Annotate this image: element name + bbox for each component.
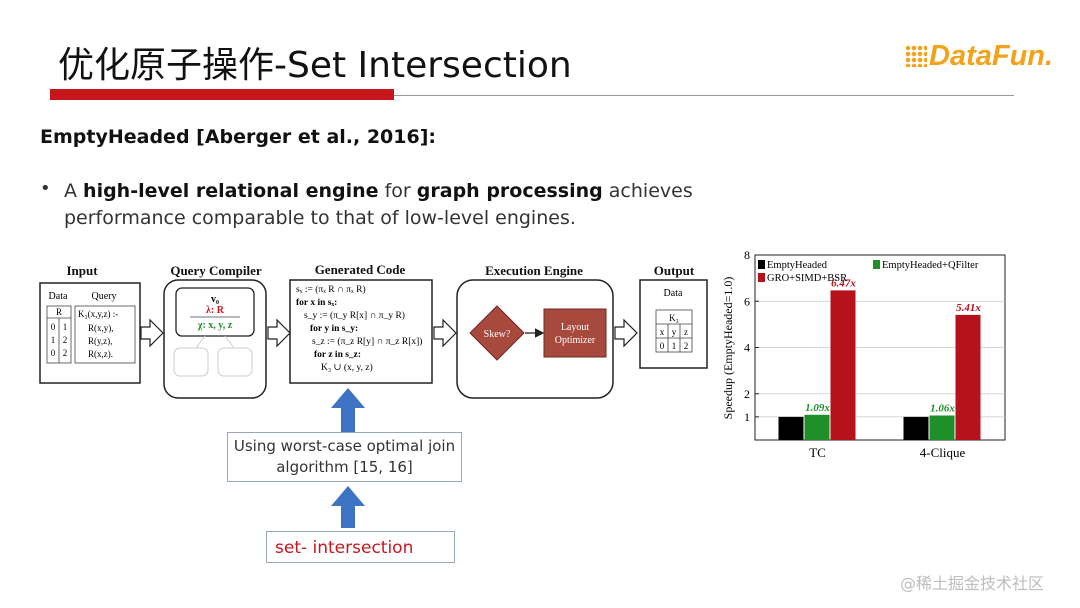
flow-arrow-icon	[614, 318, 638, 348]
chart-legend-label: GRO+SIMD+BSR	[767, 273, 847, 284]
input-data-label: Data	[49, 291, 68, 302]
chart-bar	[903, 416, 929, 440]
chart-legend-swatch	[758, 260, 765, 269]
compiler-node-chi: χ: x, y, z	[197, 320, 233, 331]
code-line: sₓ := (πₓ R ∩ πₓ R)	[296, 284, 366, 295]
logo-text: DataFun.	[929, 40, 1054, 72]
watermark: @稀土掘金技术社区	[900, 574, 1045, 593]
code-line: for y in s_y:	[310, 324, 358, 334]
chart-y-tick-label: 6	[744, 294, 750, 308]
flow-arrow-icon	[433, 318, 457, 348]
pipeline-diagram: Input Query Compiler Generated Code Exec…	[39, 262, 708, 399]
chart-bar	[830, 290, 856, 440]
chart-bar	[955, 314, 981, 440]
bullet-bold-engine: high-level relational engine	[83, 180, 379, 202]
table-cell: 0	[660, 341, 665, 351]
chart-y-tick-label: 1	[744, 410, 750, 424]
table-cell: 1	[51, 335, 56, 345]
chart-legend-label: EmptyHeaded+QFilter	[882, 260, 979, 271]
section-subtitle: EmptyHeaded [Aberger et al., 2016]:	[40, 126, 437, 148]
code-line: s_y := (π_y R[x] ∩ π_y R)	[304, 310, 405, 321]
stage-title-engine: Execution Engine	[485, 263, 583, 278]
set-intersection-callout: set- intersection	[266, 531, 455, 563]
query-line: R(x,z).	[88, 349, 113, 359]
compiler-node-lambda: λ: R	[206, 305, 225, 316]
chart-data-label: 1.09x	[805, 402, 830, 414]
stage-title-compiler: Query Compiler	[170, 263, 262, 278]
bullet-bold-graph: graph processing	[416, 180, 603, 202]
code-line: for x in sₓ:	[296, 298, 337, 308]
bullet-part: for	[378, 180, 417, 202]
table-cell: 1	[672, 341, 677, 351]
worst-case-join-callout: Using worst-case optimal join algorithm …	[227, 432, 462, 482]
table-cell: 0	[51, 322, 56, 332]
chart-data-label: 1.06x	[930, 402, 955, 414]
skew-decision-label: Skew?	[484, 329, 511, 340]
chart-y-tick-label: 8	[744, 248, 750, 262]
logo-dots-icon	[905, 45, 927, 67]
table-cell: y	[672, 327, 677, 337]
speedup-bar-chart: 1 2 4 6 8 1.09x 1.06x 6.47x 5.41x TC 4-Clique Sp…	[721, 248, 1006, 460]
stage-title-output: Output	[654, 263, 695, 278]
optimizer-label-2: Optimizer	[555, 335, 596, 346]
table-cell: 2	[684, 341, 689, 351]
table-cell: z	[684, 327, 688, 337]
code-line: for z in s_z:	[314, 350, 361, 360]
code-box	[289, 279, 433, 384]
chart-legend-swatch	[758, 273, 765, 282]
skew-decision-node	[469, 305, 525, 361]
layout-optimizer-node	[543, 308, 607, 358]
input-table-header: R	[56, 307, 62, 317]
slide-title: 优化原子操作-Set Intersection	[58, 45, 572, 86]
bullet-part: achieves performance comparable to that …	[64, 180, 693, 229]
chart-y-axis-label: Speedup (EmptyHeaded=1.0)	[721, 277, 735, 420]
table-cell: 0	[51, 348, 56, 358]
chart-legend-label: EmptyHeaded	[767, 260, 828, 271]
chart-category-label: TC	[809, 445, 826, 460]
chart-data-label: 5.41x	[956, 302, 981, 314]
title-underline-rule	[394, 95, 1014, 96]
table-cell: 2	[63, 335, 68, 345]
chart-y-tick-label: 4	[744, 341, 750, 355]
input-query-label: Query	[92, 291, 117, 302]
input-query-box	[74, 305, 136, 364]
query-line: R(y,z),	[88, 336, 112, 346]
query-line: K₃(x,y,z) :-	[78, 309, 118, 319]
output-table-header: K₃	[669, 313, 679, 323]
stage-title-code: Generated Code	[315, 262, 406, 277]
datafun-logo: DataFun.	[905, 40, 1053, 73]
flow-arrow-icon	[267, 318, 291, 348]
chart-bar	[778, 416, 804, 440]
query-line: R(x,y),	[88, 323, 114, 333]
compiler-node-top: v₀	[211, 294, 219, 305]
blue-up-arrow-icon	[331, 388, 365, 432]
table-cell: x	[660, 327, 665, 337]
output-data-label: Data	[664, 288, 683, 299]
table-cell: 2	[63, 348, 68, 358]
chart-category-label: 4-Clique	[920, 445, 966, 460]
chart-bar	[804, 414, 830, 440]
compiler-child-node	[217, 347, 253, 377]
bullet-marker: •	[40, 178, 51, 199]
compiler-node	[175, 287, 255, 337]
stage-title-input: Input	[66, 263, 98, 278]
bullet-part: A	[64, 180, 84, 202]
table-cell: 1	[63, 322, 68, 332]
chart-y-tick-label: 2	[744, 387, 750, 401]
bullet-text: A high-level relational engine for graph…	[64, 178, 714, 232]
chart-bar	[929, 415, 955, 440]
output-table	[655, 309, 693, 353]
flow-arrow-icon	[140, 318, 164, 348]
chart-legend-swatch	[873, 260, 880, 269]
optimizer-label-1: Layout	[561, 322, 590, 333]
code-line: s_z := (π_z R[y] ∩ π_z R[x])	[312, 336, 422, 347]
blue-up-arrow-icon	[331, 486, 365, 528]
code-line: K₃ ∪ (x, y, z)	[321, 362, 373, 373]
compiler-child-node	[173, 347, 209, 377]
title-underline-accent	[50, 89, 394, 100]
chart-data-label: 6.47x	[831, 277, 856, 289]
